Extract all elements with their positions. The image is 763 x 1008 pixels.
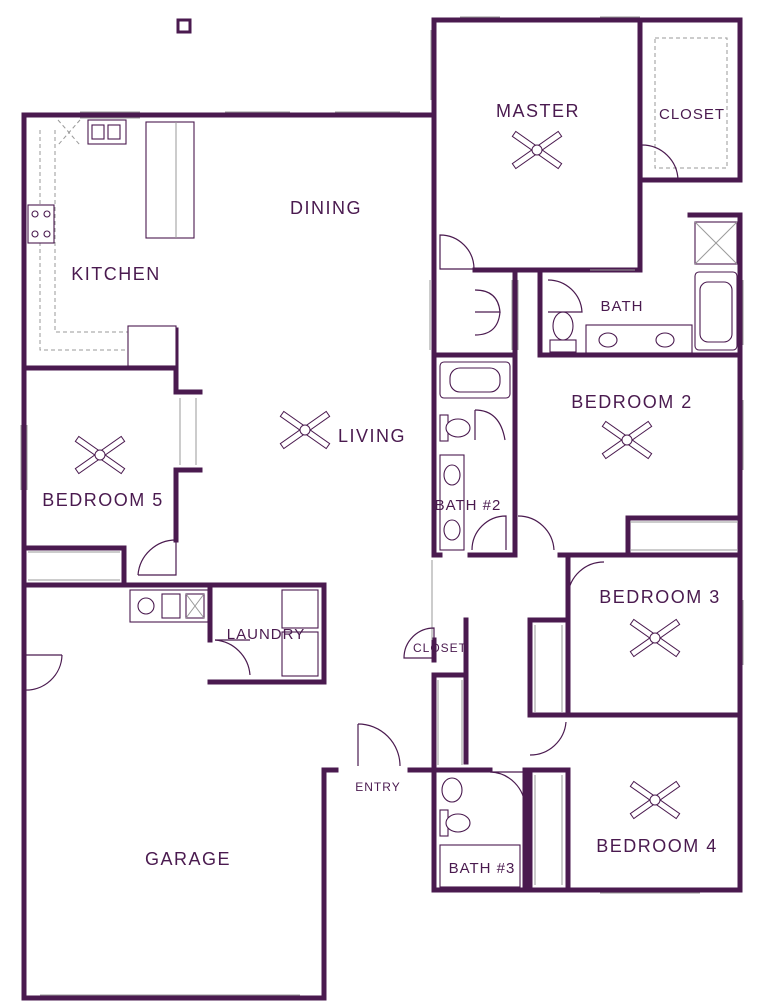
label-closet-master: CLOSET xyxy=(659,106,725,123)
kitchen-fixtures xyxy=(27,119,195,367)
label-bedroom2: BEDROOM 2 xyxy=(571,392,693,412)
interior-walls xyxy=(21,17,743,1001)
ceiling-fan-bedroom5 xyxy=(74,435,126,475)
windows xyxy=(20,16,744,996)
label-bath2: BATH #2 xyxy=(435,497,502,514)
ceiling-fan-master xyxy=(511,130,563,170)
label-laundry: LAUNDRY xyxy=(227,626,305,643)
ceiling-fans xyxy=(74,130,681,820)
master-fixtures xyxy=(429,37,738,354)
label-entry: ENTRY xyxy=(355,780,400,794)
room-labels: MASTER CLOSET DINING KITCHEN BATH BEDROO… xyxy=(42,101,725,877)
bath3-fixtures xyxy=(439,777,521,888)
label-dining: DINING xyxy=(290,198,362,218)
label-bedroom4: BEDROOM 4 xyxy=(596,836,718,856)
ceiling-fan-living xyxy=(279,410,331,450)
label-bath3: BATH #3 xyxy=(449,860,516,877)
ceiling-fan-bedroom4 xyxy=(629,780,681,820)
label-garage: GARAGE xyxy=(145,849,231,869)
bath2-fixtures xyxy=(439,361,511,551)
door-swings xyxy=(23,144,679,809)
label-closet-hall: CLOSET xyxy=(413,641,467,655)
ceiling-fan-bedroom3 xyxy=(629,618,681,658)
label-bedroom5: BEDROOM 5 xyxy=(42,490,164,510)
label-bath-master: BATH xyxy=(601,298,644,315)
label-living: LIVING xyxy=(338,426,406,446)
laundry-fixtures xyxy=(129,589,319,677)
label-master: MASTER xyxy=(496,101,580,121)
closet-lines xyxy=(28,398,738,885)
label-kitchen: KITCHEN xyxy=(71,264,161,284)
label-bedroom3: BEDROOM 3 xyxy=(599,587,721,607)
marker-square xyxy=(176,18,192,34)
ceiling-fan-bedroom2 xyxy=(601,420,653,460)
